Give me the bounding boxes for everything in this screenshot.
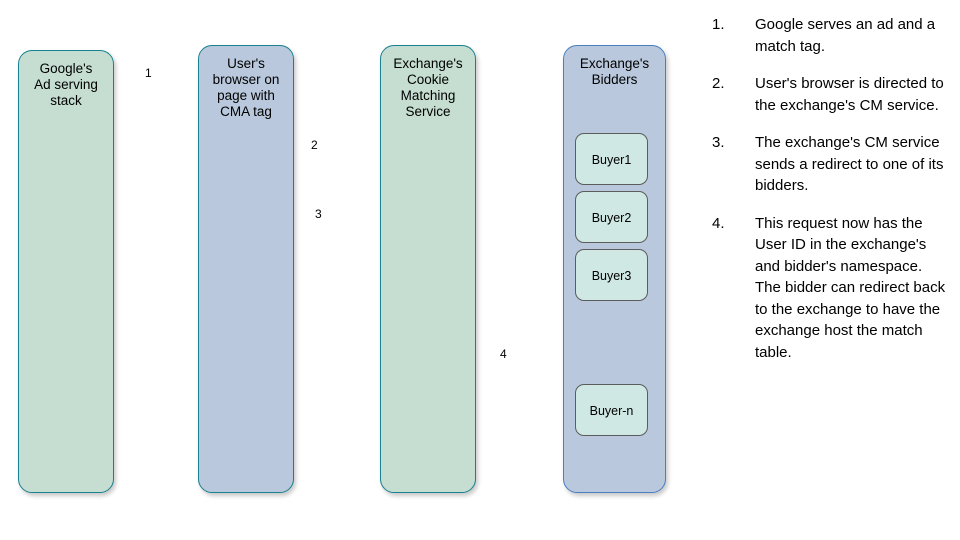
- lane-user-browser[interactable]: User's browser on page with CMA tag: [198, 45, 294, 493]
- step-text: User's browser is directed to the exchan…: [755, 75, 944, 114]
- list-item: 4. This request now has the User ID in t…: [706, 213, 950, 364]
- arrow-label-4: 4: [500, 347, 507, 361]
- arrow-label-1: 1: [145, 66, 152, 80]
- lane-cms-label: Exchange's Cookie Matching Service: [393, 56, 463, 119]
- step-text: Google serves an ad and a match tag.: [755, 16, 936, 55]
- buyer-box-1[interactable]: Buyer1: [575, 133, 648, 185]
- arrow-label-3: 3: [315, 207, 322, 221]
- step-number: 1.: [712, 16, 725, 33]
- step-text: This request now has the User ID in the …: [755, 214, 946, 361]
- list-item: 2. User's browser is directed to the exc…: [706, 73, 950, 116]
- step-text: The exchange's CM service sends a redire…: [755, 134, 944, 194]
- step-list: 1. Google serves an ad and a match tag. …: [706, 14, 950, 379]
- buyer-box-n[interactable]: Buyer-n: [575, 384, 648, 436]
- step-number: 2.: [712, 75, 725, 92]
- buyer-box-2[interactable]: Buyer2: [575, 191, 648, 243]
- list-item: 3. The exchange's CM service sends a red…: [706, 132, 950, 197]
- lane-browser-label: User's browser on page with CMA tag: [212, 56, 280, 119]
- buyer-box-3[interactable]: Buyer3: [575, 249, 648, 301]
- step-number: 4.: [712, 214, 725, 232]
- arrow-label-2: 2: [311, 138, 318, 152]
- lane-google-label: Google's Ad serving stack: [34, 61, 98, 108]
- step-number: 3.: [712, 134, 725, 151]
- lane-bidders-label: Exchange's Bidders: [579, 56, 650, 87]
- list-item: 1. Google serves an ad and a match tag.: [706, 14, 950, 57]
- lane-exchange-cookie-matching-service[interactable]: Exchange's Cookie Matching Service: [380, 45, 476, 493]
- lane-google-ad-serving-stack[interactable]: Google's Ad serving stack: [18, 50, 114, 493]
